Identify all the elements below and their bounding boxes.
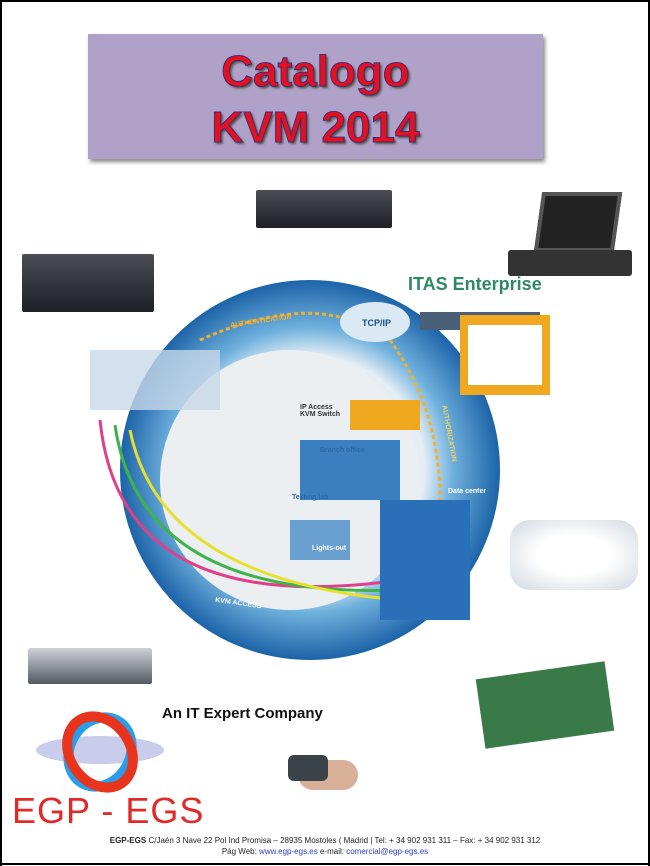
kvm-network-diagram xyxy=(90,280,550,660)
footer: EGP-EGS C/Jaén 3 Nave 22 Pol Ind Promisa… xyxy=(0,835,650,865)
label-ip-access-kvm-switch: IP Access KVM Switch xyxy=(300,404,341,418)
tagline: An IT Expert Company xyxy=(162,705,323,722)
footer-company: EGP-EGS xyxy=(109,836,147,845)
title-line-2: KVM 2014 xyxy=(211,103,420,153)
email-link[interactable]: comercial@egp-egs.es xyxy=(346,847,429,856)
egp-egs-logo-icon xyxy=(36,711,164,793)
footer-email-label: e-mail: xyxy=(319,847,344,856)
kvm-pci-card-image xyxy=(420,650,646,770)
label-lights-out: Lights-out xyxy=(312,545,347,552)
label-data-center: Data center xyxy=(448,488,487,495)
label-tcp-ip: TCP/IP xyxy=(362,318,392,328)
website-link[interactable]: www.egp-egs.es xyxy=(259,847,318,856)
footer-divider xyxy=(0,863,650,865)
itas-enterprise-brand: ITAS Enterprise xyxy=(408,274,542,294)
kvm-cable-adapter-image xyxy=(510,520,638,590)
footer-web-label: Pág Web: xyxy=(221,847,257,856)
logo-wordmark: EGP - EGS xyxy=(12,790,205,831)
title-banner: Catalogo KVM 2014 xyxy=(88,34,543,159)
lcd-console-drawer-image xyxy=(508,192,634,282)
desktop-kvm-switch-image xyxy=(22,254,154,312)
label-branch-office: Branch office xyxy=(320,447,365,454)
rack-kvm-switch-image xyxy=(256,190,392,228)
label-testing-lab: Testing lab xyxy=(292,494,329,501)
hand-held-kvm-dongle-image xyxy=(238,735,370,805)
kvm-extender-box-image xyxy=(28,648,152,684)
footer-address: C/Jaén 3 Nave 22 Pol Ind Promisa – 28935… xyxy=(148,836,541,845)
title-line-1: Catalogo xyxy=(221,47,410,97)
